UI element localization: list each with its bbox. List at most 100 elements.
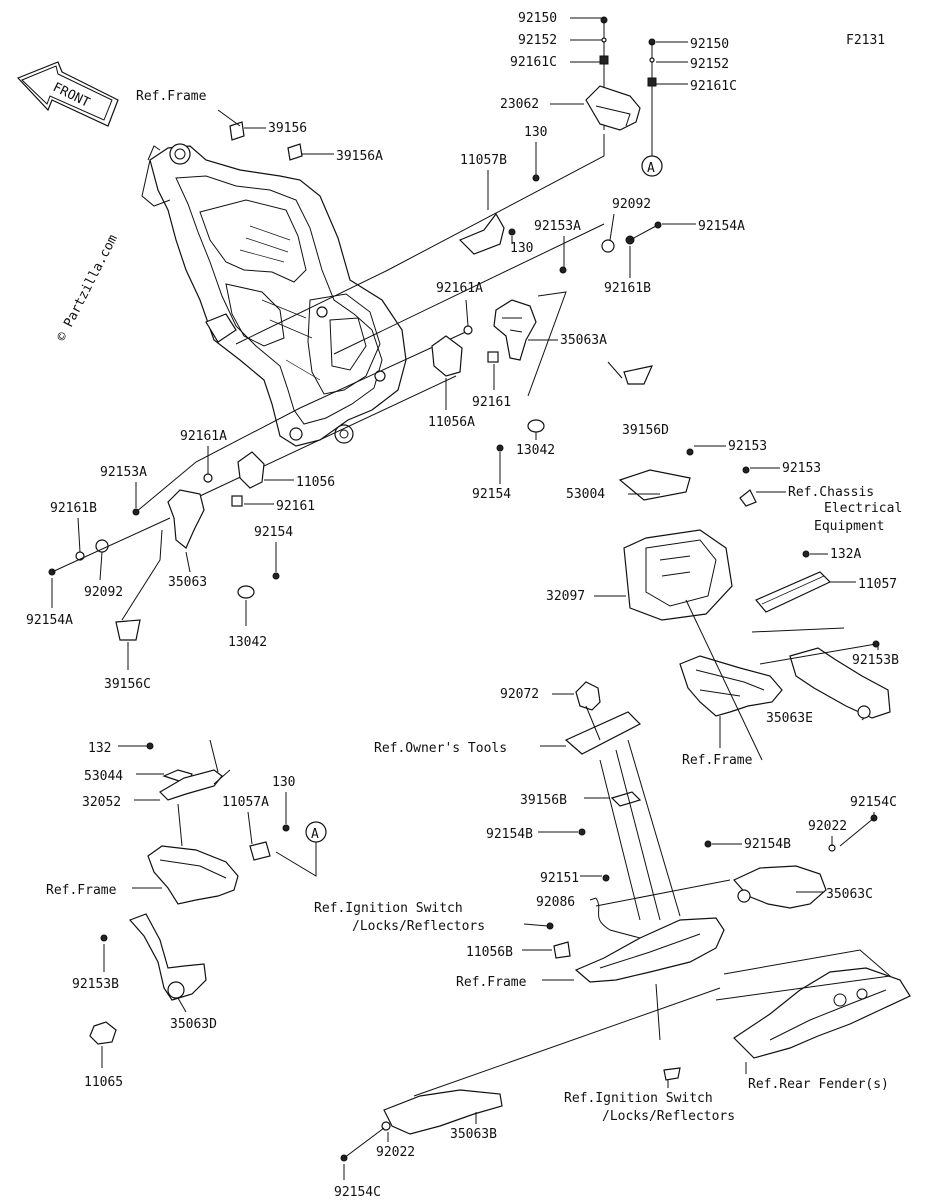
holder-35063D: [89, 739, 327, 1045]
label-92154A: 92154A: [698, 219, 745, 234]
rubber-39156B: [610, 791, 642, 807]
label-ref-chassis-3: Equipment: [814, 519, 884, 534]
label-11057B: 11057B: [460, 153, 507, 168]
label-130: 130: [510, 241, 533, 256]
lower-right-assembly: [340, 599, 911, 1162]
callout-a: A: [647, 161, 655, 176]
label-39156: 39156: [268, 121, 307, 136]
label-ref-owners-tools: Ref.Owner's Tools: [374, 741, 507, 756]
owners-tools: [564, 711, 642, 755]
bracket-11057B: [458, 174, 540, 255]
rubber-39156C: [115, 619, 141, 641]
label-92161: 92161: [276, 499, 315, 514]
label-92022: 92022: [808, 819, 847, 834]
tray-32097: [618, 448, 810, 621]
label-39156D: 39156D: [622, 423, 669, 438]
frame-piece-right: [679, 655, 783, 717]
label-92161C: 92161C: [690, 79, 737, 94]
holder-35063B: [383, 1089, 503, 1135]
label-ref-chassis-2: Electrical: [824, 501, 902, 516]
callout-a: A: [311, 827, 319, 842]
label-35063D: 35063D: [170, 1017, 217, 1032]
label-ref-rear-fender: Ref.Rear Fender(s): [748, 1077, 889, 1092]
leader-lines: [51, 17, 879, 1180]
frame-piece-lower: [574, 917, 725, 983]
label-92154A: 92154A: [26, 613, 73, 628]
diagram-code: F2131: [846, 33, 885, 48]
label-23062: 23062: [500, 97, 539, 112]
bracket-11056B: [553, 941, 571, 959]
label-ref-frame: Ref.Frame: [682, 753, 753, 768]
plate-11056: [237, 451, 265, 489]
label-92150: 92150: [690, 37, 729, 52]
label-92151: 92151: [540, 871, 579, 886]
label-11056A: 11056A: [428, 415, 475, 430]
rear-fender: [733, 967, 911, 1059]
label-13042: 13042: [228, 635, 267, 650]
label-132: 132: [88, 741, 111, 756]
label-11056: 11056: [296, 475, 335, 490]
label-11057: 11057: [858, 577, 897, 592]
label-92092: 92092: [84, 585, 123, 600]
label-130: 130: [272, 775, 295, 790]
label-35063C: 35063C: [826, 887, 873, 902]
watermark: © Partzilla.com: [54, 232, 121, 344]
label-ref-ignition-switch: Ref.Ignition Switch: [314, 901, 463, 916]
label-92154C: 92154C: [850, 795, 897, 810]
label-35063A: 35063A: [560, 333, 607, 348]
hardware-right-upper: [559, 221, 662, 274]
label-92153A: 92153A: [100, 465, 147, 480]
label-92022: 92022: [376, 1145, 415, 1160]
label-92153: 92153: [728, 439, 767, 454]
label-92154: 92154: [472, 487, 511, 502]
label-92161: 92161: [472, 395, 511, 410]
rubber-39156D: [623, 365, 654, 385]
label-39156C: 39156C: [104, 677, 151, 692]
label-92161B: 92161B: [604, 281, 651, 296]
label-92153B: 92153B: [72, 977, 119, 992]
holder-35063: [48, 451, 280, 641]
label-ref-ignition-switch-2: /Locks/Reflectors: [352, 919, 485, 934]
holder-35063E: [759, 640, 891, 719]
label-53004: 53004: [566, 487, 605, 502]
bracket-23062: [585, 16, 663, 177]
label-13042: 13042: [516, 443, 555, 458]
label-92161A: 92161A: [180, 429, 227, 444]
label-ref-chassis: Ref.Chassis: [788, 485, 874, 500]
label-ref-ignition-switch-2: /Locks/Reflectors: [602, 1109, 735, 1124]
sheet-53004: [618, 469, 691, 501]
label-11057A: 11057A: [222, 795, 269, 810]
label-ref-ignition-switch: Ref.Ignition Switch: [564, 1091, 713, 1106]
label-92153B: 92153B: [852, 653, 899, 668]
label-92154B: 92154B: [486, 827, 533, 842]
label-92161C: 92161C: [510, 55, 557, 70]
label-92154: 92154: [254, 525, 293, 540]
label-92150: 92150: [518, 11, 557, 26]
label-32097: 32097: [546, 589, 585, 604]
frame-piece-left: [147, 845, 239, 905]
label-ref-frame: Ref.Frame: [136, 89, 207, 104]
bracket-11057A: [249, 841, 271, 861]
front-arrow-icon: FRONT: [16, 61, 119, 127]
label-35063B: 35063B: [450, 1127, 497, 1142]
label-132A: 132A: [830, 547, 861, 562]
label-11065: 11065: [84, 1075, 123, 1090]
labels: 92150 92152 92161C 92150 92152 92161C 23…: [26, 11, 902, 1200]
label-53044: 53044: [84, 769, 123, 784]
label-92154C: 92154C: [334, 1185, 381, 1200]
main-frame: [141, 143, 407, 447]
label-92161B: 92161B: [50, 501, 97, 516]
rubber-39156: [229, 121, 245, 141]
label-92153A: 92153A: [534, 219, 581, 234]
label-92153: 92153: [782, 461, 821, 476]
label-11056B: 11056B: [466, 945, 513, 960]
label-39156B: 39156B: [520, 793, 567, 808]
holder-35063C: [733, 865, 827, 909]
nut-11065: [89, 1021, 117, 1045]
label-92161A: 92161A: [436, 281, 483, 296]
label-92152: 92152: [690, 57, 729, 72]
label-ref-frame: Ref.Frame: [46, 883, 117, 898]
plate-11056A: [431, 335, 463, 377]
label-130: 130: [524, 125, 547, 140]
